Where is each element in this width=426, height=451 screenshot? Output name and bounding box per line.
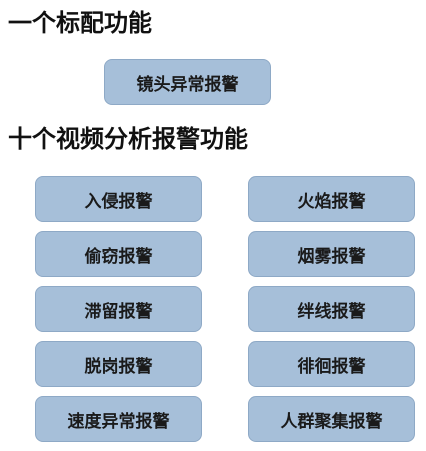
- analysis-section-title: 十个视频分析报警功能: [8, 125, 248, 153]
- fire-alarm-button[interactable]: 火焰报警: [248, 176, 415, 222]
- wandering-alarm-button[interactable]: 徘徊报警: [248, 341, 415, 387]
- abnormal-speed-alarm-button[interactable]: 速度异常报警: [35, 396, 202, 442]
- camera-anomaly-alarm-button[interactable]: 镜头异常报警: [104, 59, 271, 105]
- loitering-stay-alarm-button[interactable]: 滞留报警: [35, 286, 202, 332]
- standard-section-title: 一个标配功能: [8, 9, 152, 37]
- smoke-alarm-button[interactable]: 烟雾报警: [248, 231, 415, 277]
- tripwire-alarm-button[interactable]: 绊线报警: [248, 286, 415, 332]
- crowd-gathering-alarm-button[interactable]: 人群聚集报警: [248, 396, 415, 442]
- theft-alarm-button[interactable]: 偷窃报警: [35, 231, 202, 277]
- intrusion-alarm-button[interactable]: 入侵报警: [35, 176, 202, 222]
- absence-from-post-alarm-button[interactable]: 脱岗报警: [35, 341, 202, 387]
